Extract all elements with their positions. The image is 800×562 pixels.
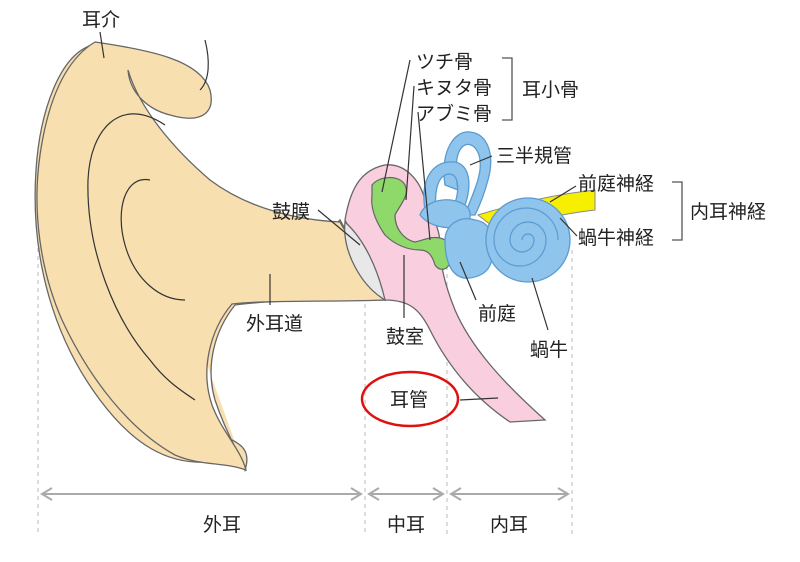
- vestibule-shape: [444, 218, 494, 279]
- cochlea-shape: [485, 197, 571, 283]
- label-inner-ear: 内耳: [490, 514, 528, 536]
- eustachian-highlight-circle: [360, 370, 460, 428]
- label-ear-canal: 外耳道: [246, 313, 303, 335]
- leader-malleus: [381, 59, 411, 193]
- leader-auricle: [99, 31, 105, 59]
- auricle-body: [36, 41, 387, 472]
- label-eustachian-tube: 耳管: [390, 389, 428, 411]
- leader-cochlear-nerve: [559, 217, 578, 237]
- ossicles-bracket: [502, 57, 513, 121]
- semicircular-canals-shape: [419, 131, 492, 229]
- eardrum-shape: [344, 220, 386, 302]
- label-malleus: ツチ骨: [416, 51, 473, 73]
- auricle-inner-fold: [87, 113, 196, 401]
- leader-eardrum: [317, 209, 361, 246]
- leader-vestibular-nerve: [549, 185, 577, 203]
- label-auricle: 耳介: [82, 9, 120, 31]
- label-stapes: アブミ骨: [416, 102, 492, 125]
- leader-semicircular: [469, 155, 493, 166]
- leader-cochlea: [531, 277, 549, 331]
- label-semicircular-canals: 三半規管: [496, 145, 572, 167]
- label-cochlea: 蝸牛: [530, 339, 568, 361]
- label-vestibular-nerve: 前庭神経: [578, 173, 654, 195]
- leader-incus: [405, 85, 415, 201]
- leader-stapes: [417, 111, 431, 241]
- label-cochlear-nerve: 蝸牛神経: [578, 227, 654, 249]
- middle-ear-arrow: [367, 487, 445, 501]
- inner-ear-arrow: [449, 487, 570, 501]
- label-middle-ear: 中耳: [387, 514, 425, 536]
- auricle-top-edge: [199, 39, 209, 91]
- label-incus: キヌタ骨: [416, 77, 492, 99]
- label-tympanic-cavity: 鼓室: [386, 326, 424, 348]
- label-vestibule: 前庭: [478, 303, 516, 325]
- label-outer-ear: 外耳: [203, 514, 241, 536]
- label-vestibulocochlear-nerve: 内耳神経: [690, 201, 766, 223]
- auricle-concha: [120, 179, 186, 301]
- label-ossicles: 耳小骨: [522, 79, 579, 101]
- leader-vestibule: [459, 261, 477, 301]
- outer-ear-arrow: [40, 487, 363, 501]
- inner-ear-nerve-bracket: [672, 181, 683, 241]
- leader-eustachian: [459, 397, 499, 401]
- label-eardrum: 鼓膜: [272, 201, 310, 223]
